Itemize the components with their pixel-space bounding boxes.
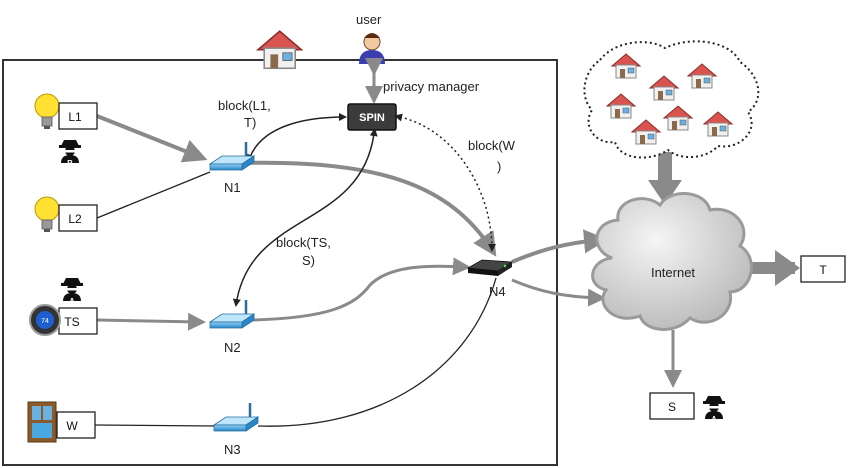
home-house-icon — [257, 30, 303, 70]
flow-n2-n4 — [251, 257, 471, 322]
device-w: W — [27, 401, 96, 443]
flow-internet-t-head — [775, 250, 800, 286]
link-n3-n4 — [257, 277, 497, 427]
endpoint-s-label: S — [668, 400, 676, 414]
router-n1 — [208, 140, 256, 172]
router-n3 — [212, 401, 260, 433]
user-icon — [359, 33, 385, 64]
privacy-manager-label: privacy manager — [383, 79, 480, 94]
block-ts-label-1: block(TS, — [276, 235, 331, 250]
device-ts-label: TS — [64, 315, 79, 329]
device-l2-label: L2 — [68, 212, 82, 226]
attacker-a-external-label: A — [711, 415, 717, 424]
endpoint-t-label: T — [819, 263, 827, 277]
link-w-n3 — [94, 424, 216, 427]
block-ts-label-2: S) — [302, 253, 315, 268]
router-n3-label: N3 — [224, 442, 241, 457]
router-n4 — [466, 259, 514, 276]
device-l1: L1 — [34, 93, 98, 130]
attacker-b-label: B — [67, 159, 73, 168]
internet-cloud: Internet — [591, 192, 753, 331]
device-w-label: W — [66, 419, 78, 433]
link-l2-n1 — [96, 171, 211, 219]
block-w-label-2: ) — [497, 159, 501, 174]
flow-neighbours-internet-head — [648, 180, 682, 205]
control-spin-n2 — [232, 128, 378, 307]
spin-label: SPIN — [359, 112, 385, 124]
attacker-a-home: A — [61, 278, 83, 306]
block-w-label-1: block(W — [468, 138, 516, 153]
block-l1-label-1: block(L1, — [218, 98, 271, 113]
flow-n4-internet — [511, 229, 608, 264]
block-l1-label-2: T) — [244, 115, 256, 130]
control-spin-n1 — [247, 113, 347, 163]
thermostat-display: 74 — [41, 318, 49, 325]
flow-l1-n1 — [96, 114, 208, 163]
flow-ts-n2 — [96, 312, 206, 331]
router-n2-label: N2 — [224, 340, 241, 355]
endpoint-t: T — [800, 255, 846, 283]
device-l2: L2 — [34, 196, 98, 232]
device-ts: TS 74 — [29, 304, 98, 336]
spin-box: SPIN — [347, 103, 397, 131]
router-n2 — [208, 298, 256, 330]
router-n1-label: N1 — [224, 180, 241, 195]
attacker-b: B — [59, 140, 81, 168]
device-l1-label: L1 — [68, 110, 82, 124]
user-label: user — [356, 12, 382, 27]
router-n4-label: N4 — [489, 284, 506, 299]
attacker-a-external: A — [703, 396, 725, 424]
flow-internet-n4 — [511, 278, 606, 307]
attacker-a-home-label: A — [69, 297, 75, 306]
endpoint-s: S — [649, 392, 695, 420]
internet-label: Internet — [651, 265, 695, 280]
